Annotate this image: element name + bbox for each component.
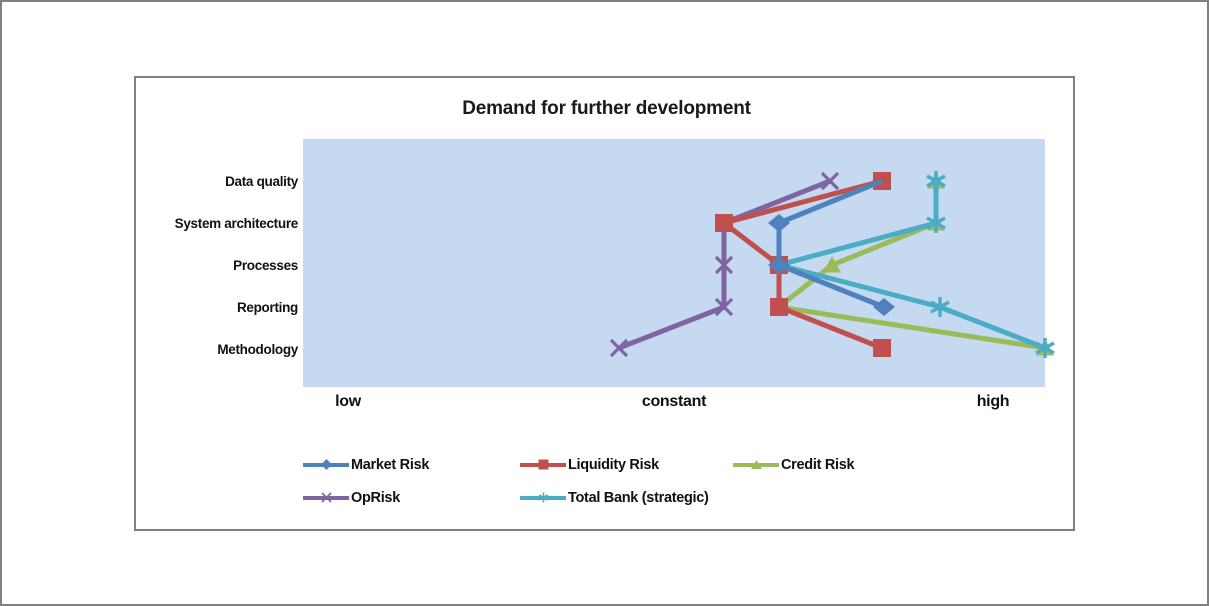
series-market-risk <box>768 178 895 316</box>
plot-svg <box>609 171 1055 358</box>
x-axis-labels: low constant high <box>303 393 1045 419</box>
legend-item-total-bank-strategic[interactable]: Total Bank (strategic) <box>520 488 709 508</box>
y-axis-label-methodology: Methodology <box>217 342 298 357</box>
legend-item-credit-risk[interactable]: Credit Risk <box>733 455 855 475</box>
legend-swatch-liquidity-risk <box>520 456 566 474</box>
legend-label-liquidity-risk: Liquidity Risk <box>568 457 659 473</box>
legend-swatch-market-risk <box>303 456 349 474</box>
y-axis-label-data-quality: Data quality <box>225 174 298 189</box>
marker-x <box>714 297 734 317</box>
chart-frame: Demand for further development Data qual… <box>134 76 1075 531</box>
y-axis-label-system-architecture: System architecture <box>174 216 299 231</box>
chart-title: Demand for further development <box>462 98 751 119</box>
legend-label-market-risk: Market Risk <box>351 457 430 473</box>
marker-x <box>714 255 734 275</box>
marker-diamond-group <box>768 214 895 316</box>
triangle-icon <box>751 460 762 469</box>
marker-x <box>820 171 840 191</box>
marker-x <box>609 338 629 358</box>
diamond-icon <box>321 459 332 470</box>
legend-label-total-bank-strategic: Total Bank (strategic) <box>568 490 709 506</box>
x-axis-label-low: low <box>335 393 361 410</box>
legend-item-market-risk[interactable]: Market Risk <box>303 455 429 475</box>
y-axis-label-reporting: Reporting <box>236 300 298 315</box>
x-axis-label-constant: constant <box>641 393 707 410</box>
chart-legend: Market Risk Liquidity Risk <box>303 446 1063 516</box>
legend-item-liquidity-risk[interactable]: Liquidity Risk <box>520 455 659 475</box>
legend-label-oprisk: OpRisk <box>351 490 400 506</box>
marker-asterisk <box>930 297 950 317</box>
plot-area <box>303 139 1055 387</box>
marker-asterisk <box>926 171 946 191</box>
square-icon <box>538 459 549 470</box>
y-axis-labels: Data quality System architecture Process… <box>144 139 299 387</box>
x-icon <box>321 492 332 503</box>
marker-asterisk <box>926 213 946 233</box>
x-axis-label-high: high <box>976 393 1010 410</box>
legend-swatch-credit-risk <box>733 456 779 474</box>
legend-swatch-oprisk <box>303 489 349 507</box>
series-liquidity-risk <box>715 172 891 357</box>
asterisk-icon <box>538 492 549 503</box>
legend-label-credit-risk: Credit Risk <box>781 457 855 473</box>
legend-swatch-total-bank-strategic <box>520 489 566 507</box>
marker-asterisk <box>1035 338 1055 358</box>
y-axis-label-processes: Processes <box>233 258 298 273</box>
legend-item-oprisk[interactable]: OpRisk <box>303 488 400 508</box>
